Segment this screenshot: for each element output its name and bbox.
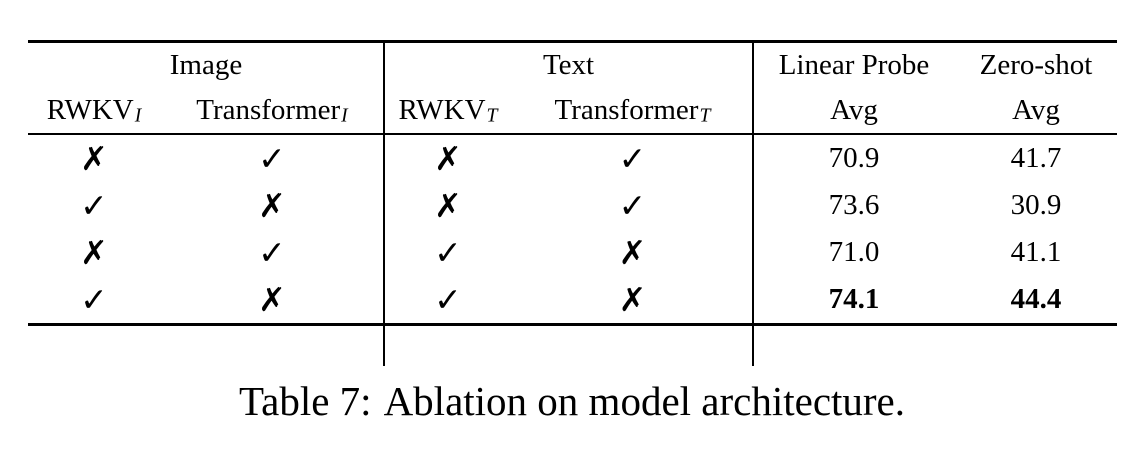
mark-cell: ✗ xyxy=(618,280,647,319)
mark-cell: ✗ xyxy=(258,186,286,225)
table-caption: Table 7:Ablation on model architecture. xyxy=(0,378,1144,425)
zero-shot-value: 41.1 xyxy=(1010,236,1062,268)
column-header-linear-probe: Linear Probe xyxy=(778,49,930,81)
header-subscript: T xyxy=(699,104,711,127)
linear-probe-value-best: 74.1 xyxy=(828,283,880,315)
table-top-rule xyxy=(28,40,1117,43)
linear-probe-value: 73.6 xyxy=(828,189,880,221)
mark-cell: ✗ xyxy=(80,233,108,272)
header-base-text: Transformer xyxy=(196,94,341,126)
caption-text: Ablation on model architecture. xyxy=(383,378,906,424)
zero-shot-value: 41.7 xyxy=(1010,142,1062,174)
zero-shot-value: 30.9 xyxy=(1010,189,1062,221)
group-header-text: Text xyxy=(542,49,595,81)
mark-cell: ✓ xyxy=(258,233,286,272)
header-base-text: Transformer xyxy=(554,94,699,126)
header-subscript: I xyxy=(341,104,348,127)
mark-cell: ✗ xyxy=(434,139,462,178)
vertical-rule-image-text xyxy=(383,43,385,366)
mark-cell: ✓ xyxy=(258,139,286,178)
linear-probe-value: 71.0 xyxy=(828,236,880,268)
column-header-zero-shot: Zero-shot xyxy=(979,49,1093,81)
zero-shot-value-best: 44.4 xyxy=(1010,283,1062,315)
mark-cell: ✗ xyxy=(258,280,286,319)
mark-cell: ✓ xyxy=(618,139,647,178)
vertical-rule-text-results xyxy=(752,43,754,366)
caption-label: Table 7: xyxy=(238,378,372,424)
header-subscript: I xyxy=(134,104,142,127)
mark-cell: ✗ xyxy=(618,233,647,272)
header-base-text: RWKV xyxy=(46,94,134,126)
mark-cell: ✓ xyxy=(80,280,108,319)
mark-cell: ✗ xyxy=(434,186,462,225)
table-body: ✗ ✓ ✗ ✓ 70.9 41.7 ✓ ✗ ✗ ✓ 73.6 30.9 ✗ ✓ … xyxy=(28,135,1117,323)
header-subscript: T xyxy=(486,104,498,127)
table-mid-rule xyxy=(28,133,1117,135)
column-header-zero-shot-avg: Avg xyxy=(1012,94,1060,126)
table-bottom-rule xyxy=(28,323,1117,326)
mark-cell: ✗ xyxy=(80,139,108,178)
mark-cell: ✓ xyxy=(434,280,462,319)
mark-cell: ✓ xyxy=(434,233,462,272)
mark-cell: ✓ xyxy=(618,186,647,225)
mark-cell: ✓ xyxy=(80,186,108,225)
linear-probe-value: 70.9 xyxy=(828,142,880,174)
group-header-image: Image xyxy=(169,49,243,81)
column-header-linear-probe-avg: Avg xyxy=(830,94,878,126)
header-base-text: RWKV xyxy=(398,94,486,126)
